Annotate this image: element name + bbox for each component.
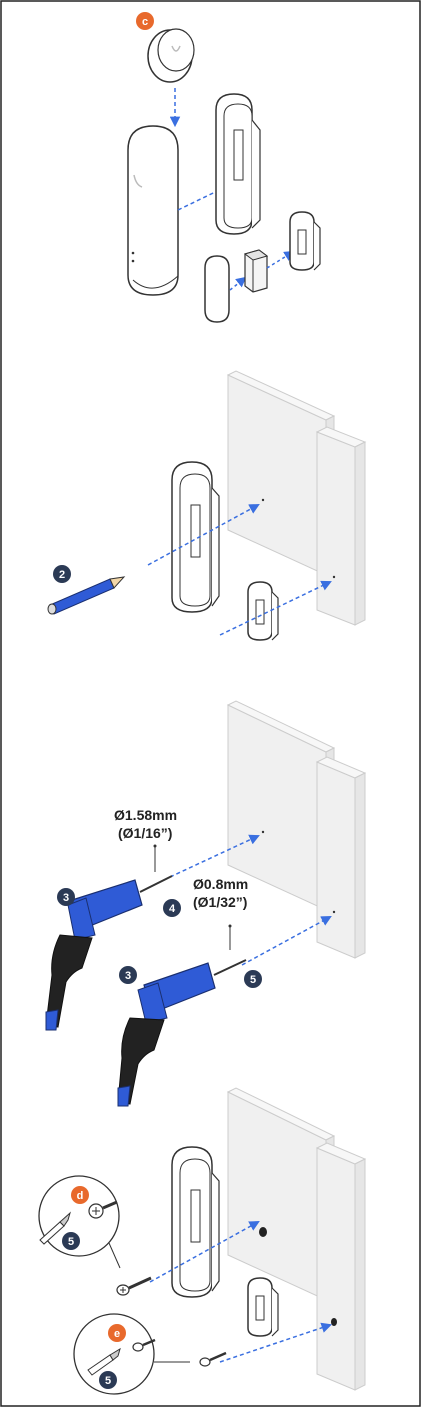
mount-bracket	[171, 461, 220, 613]
small-mount	[247, 581, 279, 641]
badge-step-5: 5	[244, 970, 262, 988]
badge-step-2: 2	[53, 565, 71, 583]
sensor-body	[127, 125, 179, 296]
mount-bracket	[171, 1146, 220, 1298]
drill-size-1-line1: Ø1.58mm	[114, 807, 177, 823]
magnet-icon	[147, 28, 195, 83]
badge-c: c	[136, 12, 154, 30]
badge-step-4: 4	[163, 899, 181, 917]
drill-icon	[45, 875, 173, 1031]
svg-text:e: e	[114, 1328, 120, 1340]
pencil-icon	[47, 576, 126, 615]
drilled-hole	[331, 1318, 337, 1326]
drilled-hole	[259, 1227, 267, 1237]
svg-text:2: 2	[59, 569, 65, 581]
drill-size-2-line2: (Ø1/32”)	[193, 894, 247, 910]
drill-icon	[117, 959, 247, 1107]
screwdriver-icon	[39, 1211, 71, 1245]
badge-step-3: 3	[57, 888, 75, 906]
svg-text:4: 4	[169, 903, 176, 915]
screw-icon	[132, 1338, 156, 1352]
svg-text:5: 5	[105, 1375, 111, 1387]
svg-text:5: 5	[68, 1236, 74, 1248]
badge-step-3: 3	[119, 966, 137, 984]
badge-d: d	[71, 1186, 89, 1204]
wall-right	[315, 1142, 367, 1391]
svg-text:c: c	[142, 16, 148, 28]
arrow-magnet	[229, 276, 247, 291]
callout-screw-d: d 5	[38, 1175, 121, 1269]
panel-3: Ø1.58mm (Ø1/16”) Ø0.8mm (Ø1/32”) 3	[45, 700, 367, 1107]
magnet-body	[204, 255, 230, 323]
panel-2: 2	[47, 370, 367, 641]
panel-1: c	[127, 12, 321, 323]
wall-right	[315, 756, 367, 959]
badge-step-5: 5	[99, 1371, 117, 1389]
drill-size-1-line2: (Ø1/16”)	[118, 825, 172, 841]
svg-text:d: d	[77, 1190, 84, 1202]
drill-size-2-line1: Ø0.8mm	[193, 876, 248, 892]
panel-4: d 5 e 5	[38, 1087, 367, 1395]
arrow-drill-2	[241, 915, 332, 966]
arrow-screw-2	[219, 1322, 332, 1363]
svg-text:5: 5	[250, 974, 256, 986]
small-mount	[289, 211, 321, 271]
badge-step-5: 5	[62, 1232, 80, 1250]
callout-screw-e: e 5	[73, 1313, 190, 1395]
wall-right	[315, 426, 367, 626]
screw-icon	[116, 1276, 152, 1296]
mount-bracket	[215, 93, 261, 235]
magnet-block	[243, 249, 269, 293]
arrow-to-small-mount	[266, 250, 295, 269]
badge-e: e	[108, 1324, 126, 1342]
screw-icon	[199, 1351, 227, 1367]
svg-text:3: 3	[125, 970, 131, 982]
arrow-drill-1	[169, 834, 260, 878]
screw-icon	[88, 1200, 118, 1219]
screwdriver-icon	[87, 1347, 121, 1376]
svg-text:3: 3	[63, 892, 69, 904]
small-mount	[247, 1277, 279, 1337]
arrow-mark-2	[219, 580, 332, 636]
